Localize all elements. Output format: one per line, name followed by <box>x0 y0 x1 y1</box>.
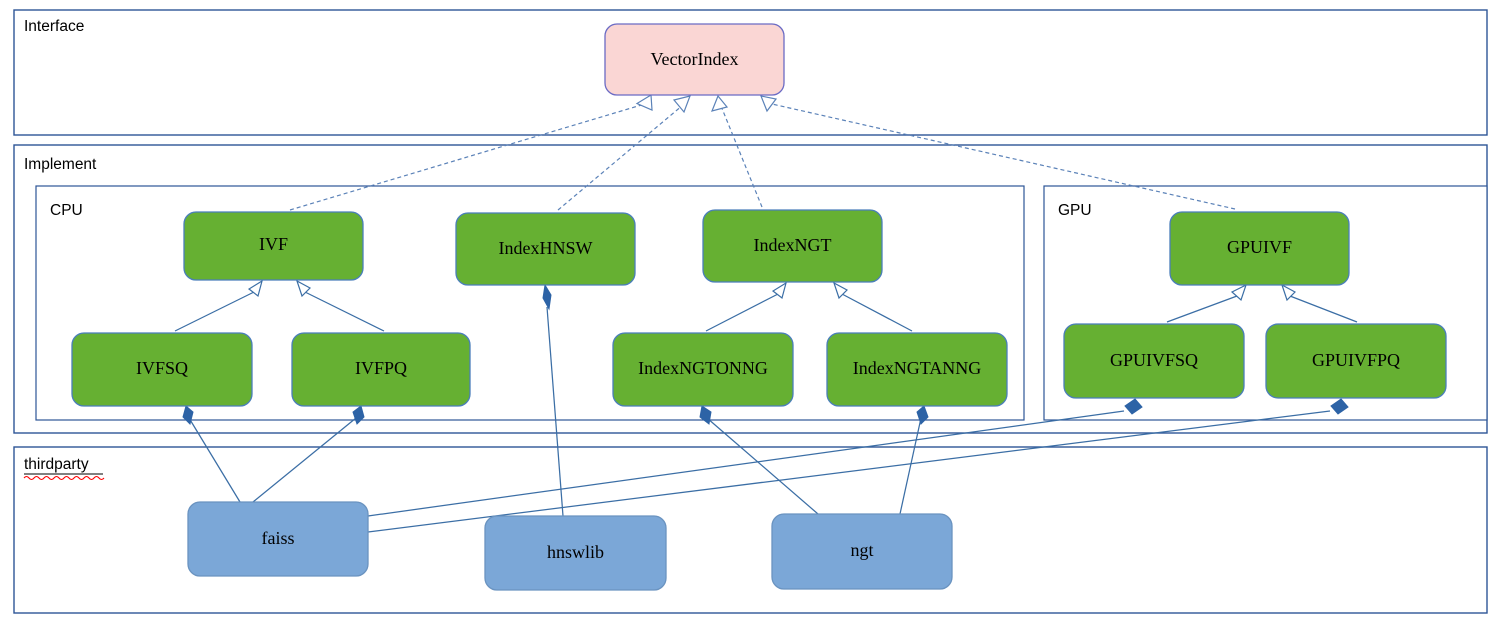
node-label-ivf: IVF <box>259 234 288 254</box>
node-label-gpuivfsq: GPUIVFSQ <box>1110 350 1198 370</box>
node-faiss[interactable]: faiss <box>187 501 369 577</box>
node-label-ngt: ngt <box>850 540 873 560</box>
node-label-hnswlib: hnswlib <box>547 542 604 562</box>
group-label-interface: Interface <box>24 18 84 35</box>
node-ngt[interactable]: ngt <box>771 513 953 590</box>
edge-ivf-to-vectorindex <box>289 93 653 211</box>
edge-gpuivfpq-to-gpuivf <box>1280 283 1358 323</box>
node-label-gpuivf: GPUIVF <box>1227 237 1292 257</box>
node-ivfpq[interactable]: IVFPQ <box>291 332 471 407</box>
edge-faiss-to-ivfpq <box>252 405 365 503</box>
node-indexngtonng[interactable]: IndexNGTONNG <box>612 332 794 407</box>
node-label-indexhnsw: IndexHNSW <box>499 238 593 258</box>
edge-ivfsq-to-ivf <box>174 279 263 332</box>
spellcheck-squiggle-icon <box>23 475 105 481</box>
node-label-gpuivfpq: GPUIVFPQ <box>1312 350 1400 370</box>
node-gpuivf[interactable]: GPUIVF <box>1169 211 1350 286</box>
node-label-ivfsq: IVFSQ <box>136 358 188 378</box>
edge-gpuivfsq-to-gpuivf <box>1166 283 1248 323</box>
node-vectorindex[interactable]: VectorIndex <box>604 23 785 96</box>
edge-indexngt-to-vectorindex <box>710 94 763 208</box>
node-label-indexngt: IndexNGT <box>754 235 832 255</box>
edge-indexhnsw-to-vectorindex <box>557 95 691 211</box>
group-label-implement: Implement <box>24 156 97 173</box>
edge-faiss-to-ivfsq <box>182 405 241 503</box>
node-label-ivfpq: IVFPQ <box>355 358 407 378</box>
edge-hnswlib-to-indexhnsw <box>542 283 564 517</box>
group-label-cpu: CPU <box>50 202 83 219</box>
node-indexngtanng[interactable]: IndexNGTANNG <box>826 332 1008 407</box>
node-indexngt[interactable]: IndexNGT <box>702 209 883 283</box>
edge-indexngtonng-to-indexngt <box>705 281 787 332</box>
edge-faiss-to-gpuivfsq <box>367 398 1143 517</box>
node-label-faiss: faiss <box>262 528 295 548</box>
node-label-indexngtanng: IndexNGTANNG <box>853 358 982 378</box>
group-label-gpu: GPU <box>1058 202 1092 219</box>
node-gpuivfpq[interactable]: GPUIVFPQ <box>1265 323 1447 399</box>
edge-indexngtanng-to-indexngt <box>832 281 913 332</box>
edge-gpuivf-to-vectorindex <box>760 95 1236 210</box>
group-label-thirdparty: thirdparty <box>24 456 89 473</box>
node-indexhnsw[interactable]: IndexHNSW <box>455 212 636 286</box>
node-label-indexngtonng: IndexNGTONNG <box>638 358 768 378</box>
edge-ngt-to-indexngtanng <box>899 405 929 515</box>
edge-ngt-to-indexngtonng <box>699 405 819 515</box>
node-ivf[interactable]: IVF <box>183 211 364 281</box>
node-ivfsq[interactable]: IVFSQ <box>71 332 253 407</box>
node-hnswlib[interactable]: hnswlib <box>484 515 667 591</box>
node-gpuivfsq[interactable]: GPUIVFSQ <box>1063 323 1245 399</box>
edge-ivfpq-to-ivf <box>295 279 385 332</box>
edge-faiss-to-gpuivfpq <box>367 398 1349 533</box>
node-label-vectorindex: VectorIndex <box>651 49 739 69</box>
